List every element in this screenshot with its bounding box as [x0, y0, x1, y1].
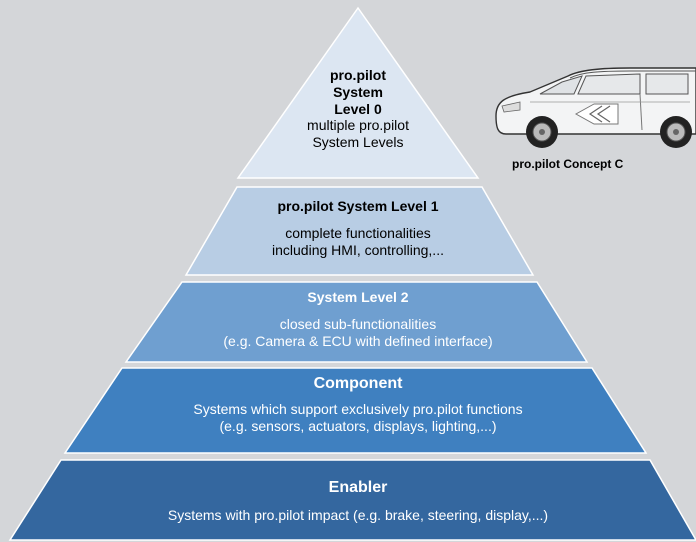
- enabler-tier: [8, 459, 696, 541]
- level-0-tier: [236, 6, 480, 179]
- level-1-desc-line-1: complete functionalities: [285, 224, 431, 241]
- car-caption: pro.pilot Concept C: [512, 157, 624, 171]
- component-desc-line-1: Systems which support exclusively pro.pi…: [193, 401, 523, 418]
- level-0-title-line-3: Level 0: [334, 100, 382, 117]
- component-title: Component: [313, 375, 403, 392]
- level-1-title: pro.pilot System Level 1: [277, 198, 439, 214]
- level-0-title-line-1: pro.pilot: [330, 67, 386, 83]
- level-0-desc-line-1: multiple pro.pilot: [307, 117, 409, 134]
- level-2-desc-line-1: closed sub-functionalities: [279, 315, 437, 332]
- level-2-desc-line-2: (e.g. Camera & ECU with defined interfac…: [223, 332, 493, 349]
- level-1-tier: [184, 186, 535, 276]
- level-1-desc-line-2: including HMI, controlling,...: [272, 241, 444, 258]
- level-0-desc-line-2: System Levels: [312, 134, 404, 151]
- enabler-title: Enabler: [328, 479, 388, 496]
- level-2-title: System Level 2: [307, 289, 409, 305]
- component-tier: [63, 367, 648, 454]
- level-2-tier: [124, 281, 589, 363]
- component-desc-line-2: (e.g. sensors, actuators, displays, ligh…: [219, 417, 497, 434]
- level-0-title-line-2: System: [333, 83, 383, 100]
- concept-car-image: [495, 67, 696, 148]
- enabler-desc: Systems with pro.pilot impact (e.g. brak…: [167, 507, 549, 524]
